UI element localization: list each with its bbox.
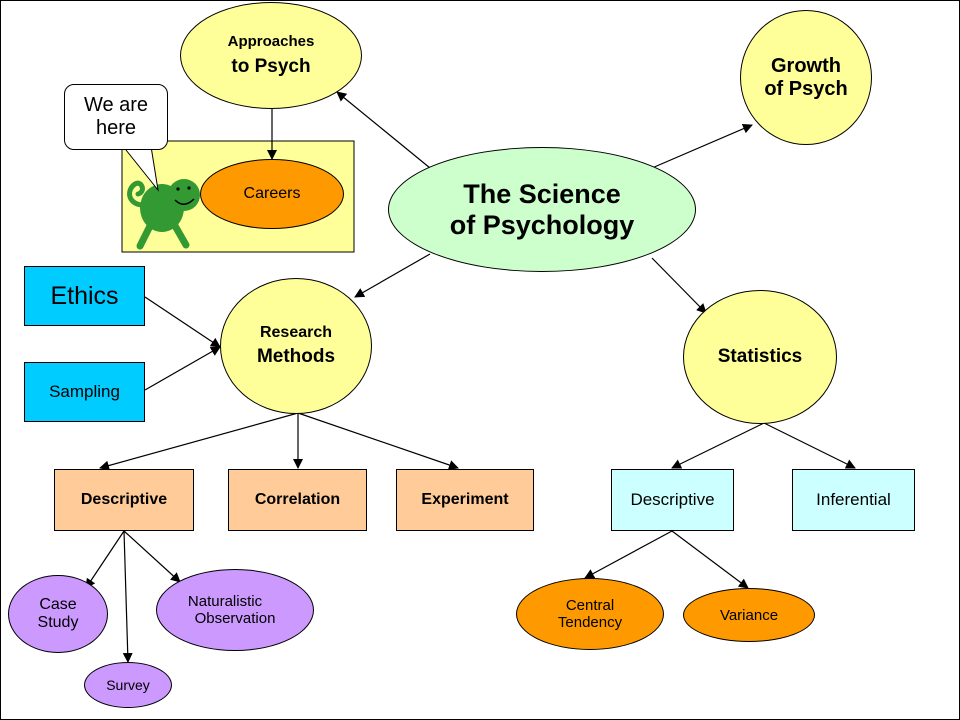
node-careers[interactable]: Careers [200,159,344,229]
arrow-descriptive-to-case-study [85,530,125,589]
node-central-tendency-line-2: Tendency [557,614,623,631]
node-ethics-line-1: Ethics [50,281,119,310]
callout-we-are-here: We are here [64,84,168,150]
arrow-center-to-statistics [651,257,707,314]
node-growth[interactable]: Growth of Psych [740,10,872,145]
node-experiment-line-1: Experiment [421,491,509,508]
node-approaches-line-1: Approaches [227,33,315,50]
node-descriptive-methods[interactable]: Descriptive [54,469,194,531]
node-naturalistic[interactable]: Naturalistic Observation [156,569,314,651]
node-experiment[interactable]: Experiment [396,469,534,531]
callout-line-1: We are [83,94,149,116]
node-careers-line-1: Careers [243,185,301,202]
node-statistics-line-1: Statistics [717,346,803,367]
node-research[interactable]: Research Methods [220,278,372,414]
node-central-tendency[interactable]: Central Tendency [516,578,664,650]
node-sampling[interactable]: Sampling [24,362,145,422]
callout-line-2: here [95,117,137,139]
node-approaches[interactable]: Approaches to Psych [180,2,362,109]
node-case-study-line-2: Study [37,614,79,631]
node-correlation[interactable]: Correlation [228,469,367,531]
node-growth-line-2: of Psych [764,77,848,100]
node-inferential[interactable]: Inferential [792,469,915,531]
node-approaches-line-2: to Psych [231,56,311,77]
node-descriptive-stats[interactable]: Descriptive [611,469,734,531]
node-growth-line-1: Growth [771,54,841,77]
chameleon-icon [127,179,200,250]
arrow-research-to-experiment [297,412,459,470]
node-variance[interactable]: Variance [683,588,815,642]
node-central-tendency-line-1: Central [565,597,615,614]
arrow-stats-descriptive-to-central [584,530,673,579]
node-case-study[interactable]: Case Study [8,575,108,653]
arrow-center-to-approaches [336,91,431,169]
arrow-stats-descriptive-to-variance [671,530,749,589]
node-naturalistic-line-2: Observation [194,610,276,627]
node-descriptive-stats-line-1: Descriptive [630,490,715,509]
node-research-line-1: Research [259,324,333,341]
arrow-center-to-growth [651,123,753,169]
arrow-center-to-research [354,253,431,298]
arrow-statistics-to-descriptive [671,422,765,469]
arrow-statistics-to-inferential [763,422,856,469]
node-research-line-2: Methods [256,346,336,367]
node-center[interactable]: The Science of Psychology [388,147,696,272]
node-center-line-2: of Psychology [449,209,635,240]
node-variance-line-1: Variance [719,606,779,624]
arrow-ethics-to-research [144,296,221,348]
node-survey-line-1: Survey [106,677,150,693]
node-survey[interactable]: Survey [84,662,172,708]
node-statistics[interactable]: Statistics [683,290,837,424]
node-sampling-line-1: Sampling [49,382,120,401]
node-inferential-line-1: Inferential [816,490,891,509]
node-center-line-1: The Science [463,178,621,209]
node-descriptive-methods-line-1: Descriptive [80,491,168,508]
node-naturalistic-line-1: Naturalistic [187,593,263,610]
arrow-research-to-descriptive [99,412,299,471]
arrow-sampling-to-research [144,346,221,391]
node-case-study-line-1: Case [39,596,77,613]
node-ethics[interactable]: Ethics [24,266,145,326]
node-correlation-line-1: Correlation [254,491,341,508]
arrow-descriptive-to-survey [122,530,133,663]
arrow-descriptive-to-naturalistic [123,530,181,583]
connectors [85,91,856,663]
